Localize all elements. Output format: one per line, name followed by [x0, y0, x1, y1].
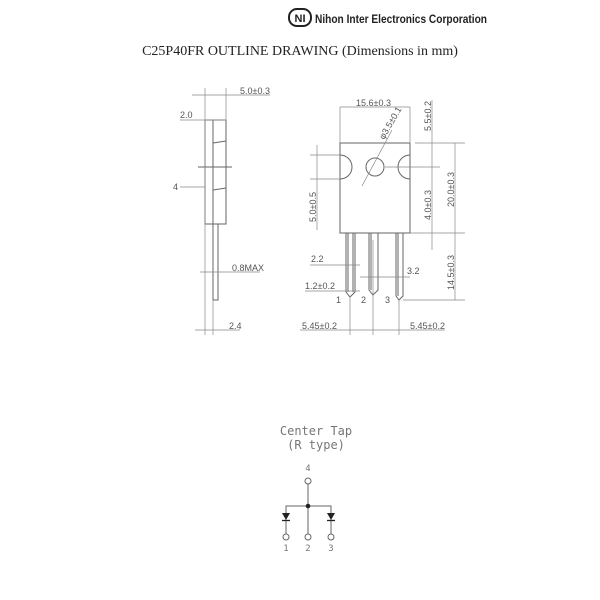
schematic-subtitle: (R type) [287, 438, 345, 452]
dim-pitch-right: 5.45±0.2 [410, 321, 445, 331]
dim-ref: 4 [173, 182, 178, 192]
dim-body-height: 20.0±0.3 [446, 172, 456, 207]
dim-notch: 5.0±0.5 [308, 192, 318, 222]
dim-top: 5.5±0.2 [423, 101, 433, 131]
dim-tab: 2.0 [180, 110, 193, 120]
pin-label-3: 3 [385, 295, 390, 305]
logo-text: NI [295, 13, 306, 25]
schematic-pin-1: 1 [283, 544, 288, 554]
dim-thickness: 5.0±0.3 [240, 86, 270, 96]
side-view: 5.0±0.3 2.0 4 0.8MAX 2.4 [173, 86, 270, 335]
schematic-title: Center Tap [280, 424, 352, 438]
dim-hole-to-bottom: 4.0±0.3 [423, 190, 433, 220]
dim-lead-width-mid: 3.2 [407, 266, 420, 276]
pin-label-1: 1 [336, 295, 341, 305]
company-name: Nihon Inter Electronics Corporation [315, 12, 487, 26]
diode-icon [282, 513, 290, 520]
front-view: 15.6±0.3 φ3.5±0.1 5.5±0.2 20.0±0.3 4.0±0… [300, 98, 465, 335]
dim-lead-thickness: 0.8MAX [232, 263, 264, 273]
dim-width: 15.6±0.3 [356, 98, 391, 108]
dim-pitch-left: 5.45±0.2 [302, 321, 337, 331]
junction-dot [305, 503, 311, 509]
dim-lead-width: 1.2±0.2 [305, 281, 335, 291]
schematic-pin-2: 2 [305, 544, 310, 554]
dim-lead-length: 14.5±0.3 [446, 255, 456, 290]
dim-lead-base: 2.2 [311, 254, 324, 264]
center-tap-schematic: Center Tap (R type) 4 1 2 3 [280, 424, 352, 554]
schematic-pin-3: 3 [328, 544, 333, 554]
pin-label-2: 2 [361, 295, 366, 305]
company-logo: NI [288, 8, 312, 27]
diode-icon [327, 513, 335, 520]
pin-label-4: 4 [305, 464, 310, 474]
dim-hole: φ3.5±0.1 [377, 105, 404, 141]
dim-lead-offset: 2.4 [229, 321, 242, 331]
drawing-title: C25P40FR OUTLINE DRAWING (Dimensions in … [142, 44, 458, 59]
